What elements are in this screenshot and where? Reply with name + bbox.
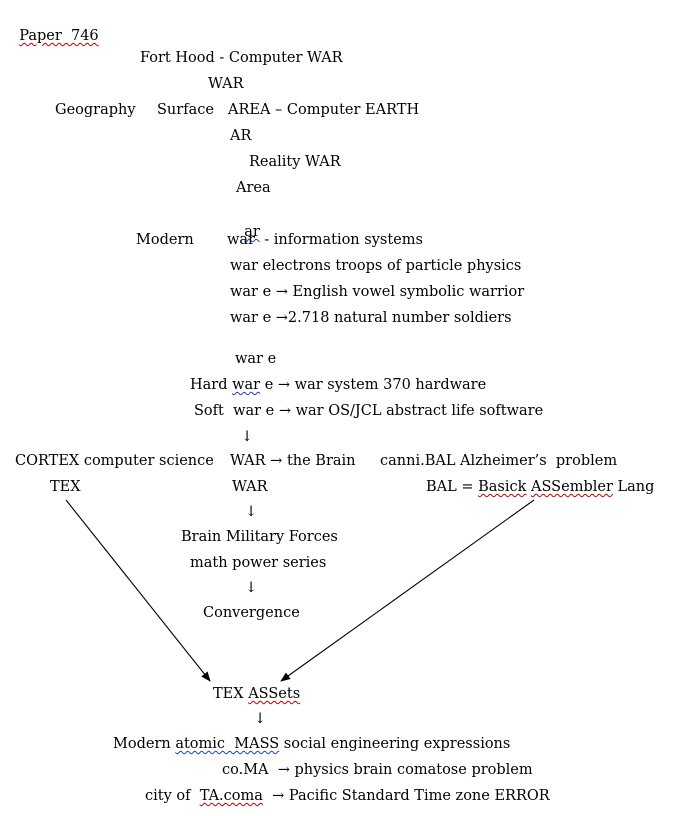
- bal-lang: Lang: [612, 479, 655, 495]
- war-electrons-line: war electrons troops of particle physics: [230, 258, 522, 274]
- city-prefix: city of: [145, 788, 200, 804]
- arrow-bal-to-assets: [280, 499, 535, 682]
- war-under-cortex: WAR: [232, 479, 268, 495]
- ar-lower-text: ar: [244, 224, 260, 240]
- down-arrow-2: ↓: [245, 504, 258, 520]
- down-arrow-1: ↓: [241, 429, 254, 445]
- city-tacoma-line: city of TA.coma → Pacific Standard Time …: [145, 787, 550, 805]
- geography-label: Geography: [55, 102, 136, 118]
- surface-label: Surface: [157, 102, 214, 118]
- down-arrow-4: ↓: [254, 711, 267, 727]
- reality-war-line: Reality WAR: [249, 154, 341, 170]
- math-power-series: math power series: [190, 555, 327, 571]
- bal-assembler: ASSembler: [531, 479, 613, 495]
- down-arrow-3: ↓: [245, 580, 258, 596]
- ar-lower-line: ar: [235, 205, 260, 241]
- convergence-label: Convergence: [203, 605, 300, 621]
- fort-hood-line: Fort Hood - Computer WAR: [140, 50, 343, 66]
- hard-war-line: Hard war e → war system 370 hardware: [190, 376, 486, 394]
- modern-atomic-mass-line: Modern atomic MASS social engineering ex…: [113, 735, 510, 753]
- tex-assets-line: TEX ASSets: [213, 685, 300, 703]
- modern-prefix: Modern: [113, 736, 176, 752]
- area-computer-earth: AREA – Computer EARTH: [228, 102, 420, 118]
- war-line: WAR: [208, 76, 244, 92]
- bal-basick: Basick: [478, 479, 527, 495]
- war-e-line: war e: [235, 351, 277, 367]
- hard-rest: e → war system 370 hardware: [260, 377, 487, 393]
- war-the-brain: WAR → the Brain: [230, 453, 356, 469]
- arrow-tex-to-assets: [65, 499, 211, 682]
- coma-line: co.MA → physics brain comatose problem: [222, 762, 533, 778]
- war-e-english-line: war e → English vowel symbolic warrior: [230, 284, 525, 300]
- tacoma-word: TA.coma: [199, 788, 263, 804]
- canni-bal-line: canni.BAL Alzheimer’s problem: [380, 453, 618, 469]
- ar-upper-line: AR: [230, 128, 252, 144]
- city-rest: → Pacific Standard Time zone ERROR: [262, 788, 550, 804]
- hard-war-word: war: [232, 377, 261, 393]
- war-information-systems: war - information systems: [227, 232, 423, 248]
- hard-prefix: Hard: [190, 377, 233, 393]
- area-line: Area: [236, 180, 271, 196]
- paper-title-text: Paper 746: [19, 28, 99, 44]
- soft-war-line: Soft war e → war OS/JCL abstract life so…: [194, 403, 544, 419]
- paper-title: Paper 746: [10, 9, 99, 45]
- war-e-natural-number-line: war e →2.718 natural number soldiers: [230, 310, 512, 326]
- cortex-label: CORTEX computer science: [15, 453, 214, 469]
- bal-definition: BAL = Basick ASSembler Lang: [426, 478, 654, 496]
- tex-prefix: TEX: [213, 686, 249, 702]
- bal-prefix: BAL =: [426, 479, 479, 495]
- atomic-mass-words: atomic MASS: [175, 736, 280, 752]
- brain-military-forces: Brain Military Forces: [181, 529, 338, 545]
- modern-rest: social engineering expressions: [279, 736, 511, 752]
- tex-assets-word: ASSets: [248, 686, 301, 702]
- modern-label: Modern: [136, 232, 194, 248]
- tex-label: TEX: [50, 479, 81, 495]
